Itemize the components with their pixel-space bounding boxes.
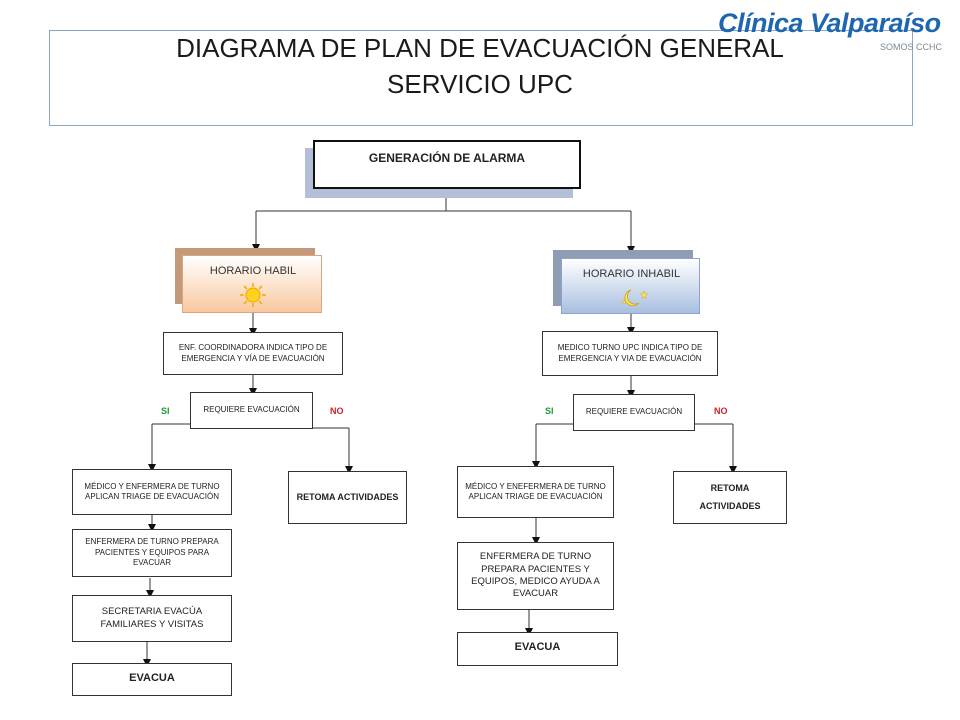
horario-habil-node: HORARIO HABIL — [182, 255, 322, 313]
right-no-label: NO — [714, 406, 728, 416]
left-resume-node: RETOMA ACTIVIDADES — [288, 471, 407, 524]
left-evacua-node: EVACUA — [72, 663, 232, 696]
right-prepare-node: ENFERMERA DE TURNO PREPARA PACIENTES Y E… — [457, 542, 614, 610]
diagram-subtitle: SERVICIO UPC — [387, 69, 573, 99]
right-triage-node: MÉDICO Y ENEFERMERA DE TURNO APLICAN TRI… — [457, 466, 614, 518]
left-step1-node: ENF. COORDINADORA INDICA TIPO DE EMERGEN… — [163, 332, 343, 375]
logo: Clínica Valparaíso — [718, 8, 941, 38]
left-no-label: NO — [330, 406, 344, 416]
right-resume-node: RETOMA ACTIVIDADES — [673, 471, 787, 524]
left-prepare-node: ENFERMERA DE TURNO PREPARA PACIENTES Y E… — [72, 529, 232, 577]
right-step1-node: MEDICO TURNO UPC INDICA TIPO DE EMERGENC… — [542, 331, 718, 376]
left-triage-node: MÉDICO Y ENFERMERA DE TURNO APLICAN TRIA… — [72, 469, 232, 515]
sun-icon — [240, 283, 266, 307]
right-yes-label: SI — [545, 406, 554, 416]
horario-inhabil-label: HORARIO INHABIL — [582, 268, 681, 280]
horario-inhabil-node: HORARIO INHABIL — [561, 258, 700, 314]
left-yes-label: SI — [161, 406, 170, 416]
diagram-title: DIAGRAMA DE PLAN DE EVACUACIÓN GENERAL — [176, 33, 784, 63]
horario-habil-label: HORARIO HABIL — [209, 265, 297, 277]
logo-tagline: SOMOS CCHC — [880, 42, 943, 52]
moon-icon — [621, 289, 649, 307]
generation-alarm-node: GENERACIÓN DE ALARMA — [313, 140, 581, 189]
left-secretary-node: SECRETARIA EVACÚA FAMILIARES Y VISITAS — [72, 595, 232, 642]
right-evacua-node: EVACUA — [457, 632, 618, 666]
left-decision-node: REQUIERE EVACUACIÓN — [190, 392, 313, 429]
right-decision-node: REQUIERE EVACUACIÓN — [573, 394, 695, 431]
title-frame — [49, 30, 913, 126]
